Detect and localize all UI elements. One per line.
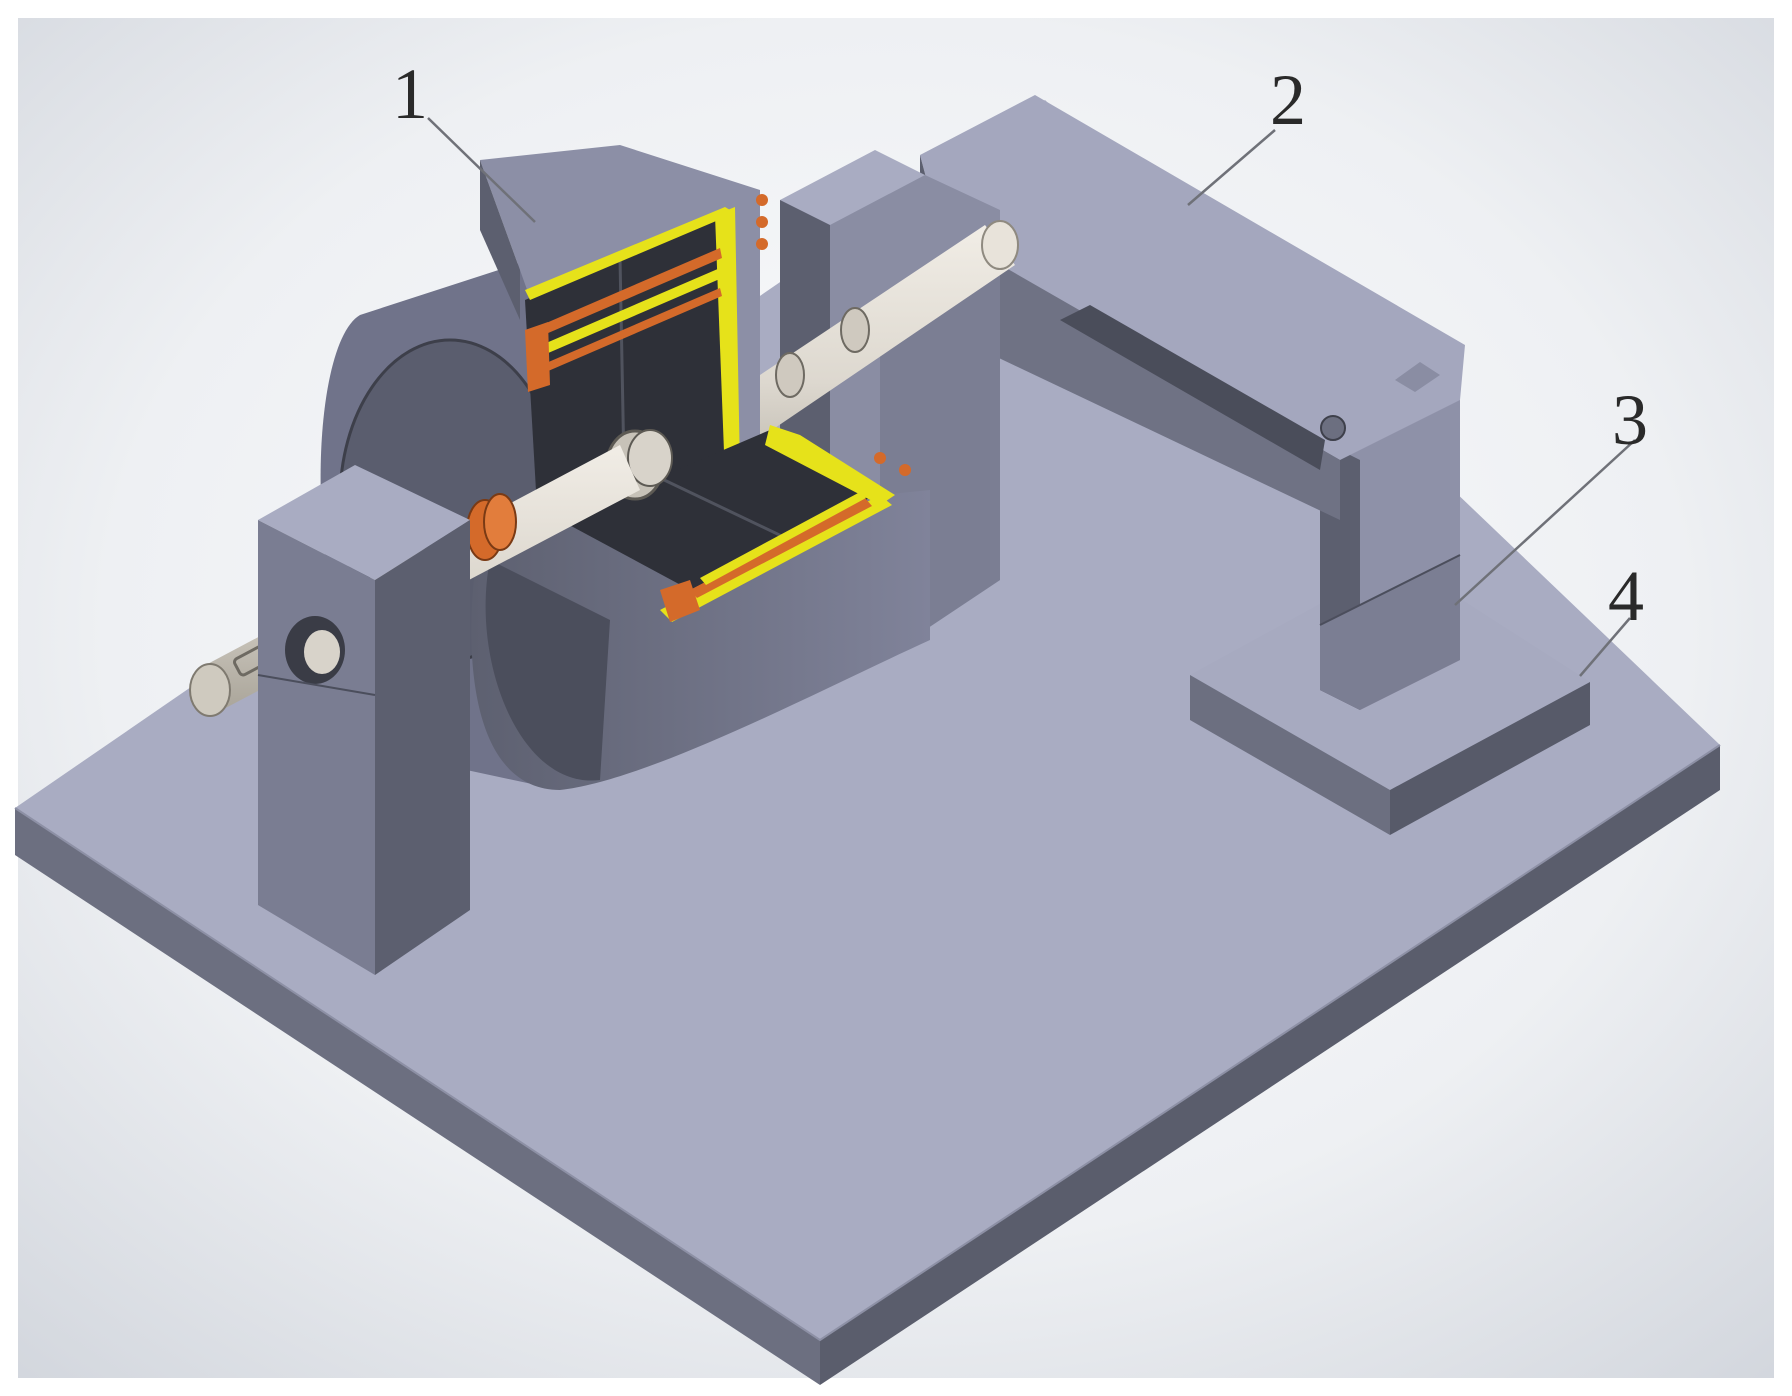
callout-label-3: 3 (1612, 380, 1648, 460)
column (1319, 370, 1461, 710)
callout-label-1: 1 (392, 54, 428, 134)
leader-line-1 (427, 117, 536, 223)
leader-line-3 (1454, 439, 1636, 606)
leader-line-2 (1187, 129, 1276, 206)
coil-upper (525, 248, 722, 392)
coil-lower (660, 492, 872, 622)
leader-line-4 (1579, 617, 1631, 677)
front-bearing-block (257, 465, 470, 975)
callout-label-4: 4 (1608, 556, 1644, 636)
callout-label-2: 2 (1270, 60, 1306, 140)
